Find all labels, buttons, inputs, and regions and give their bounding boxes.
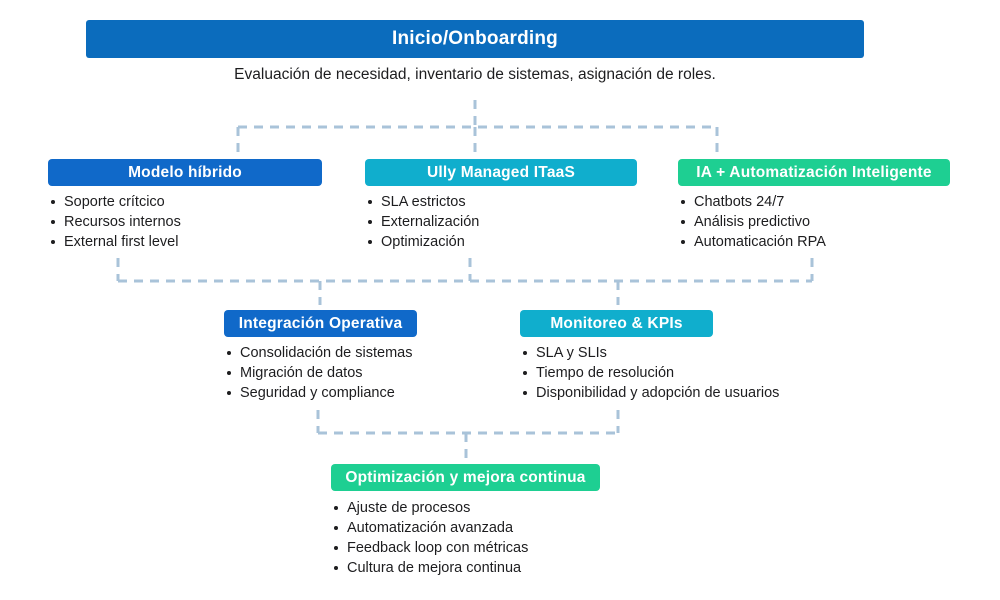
- list-item: Feedback loop con métricas: [331, 538, 600, 558]
- node-ully-managed-itaas[interactable]: Ully Managed ITaaS SLA estrictos Externa…: [365, 159, 637, 252]
- bullet-list-optimizacion-mejora-continua: Ajuste de procesos Automatización avanza…: [331, 491, 600, 578]
- list-item: Disponibilidad y adopción de usuarios: [520, 383, 779, 403]
- list-item: External first level: [48, 232, 322, 252]
- node-header-integracion-operativa: Integración Operativa: [224, 310, 417, 337]
- root-caption: Evaluación de necesidad, inventario de s…: [234, 66, 716, 83]
- node-modelo-hibrido[interactable]: Modelo híbrido Soporte crítcico Recursos…: [48, 159, 322, 252]
- list-item: Soporte crítcico: [48, 192, 322, 212]
- list-item: Migración de datos: [224, 363, 417, 383]
- node-integracion-operativa[interactable]: Integración Operativa Consolidación de s…: [224, 310, 417, 403]
- bullet-list-ia-automatizacion-inteligente: Chatbots 24/7 Análisis predictivo Automa…: [678, 186, 950, 252]
- node-header-optimizacion-mejora-continua: Optimización y mejora continua: [331, 464, 600, 491]
- list-item: SLA y SLIs: [520, 343, 713, 363]
- node-monitoreo-kpis[interactable]: Monitoreo & KPIs SLA y SLIs Tiempo de re…: [520, 310, 779, 403]
- list-item: Externalización: [365, 212, 637, 232]
- list-item: Seguridad y compliance: [224, 383, 417, 403]
- list-item: Ajuste de procesos: [331, 498, 600, 518]
- node-header-modelo-hibrido: Modelo híbrido: [48, 159, 322, 186]
- list-item: Chatbots 24/7: [678, 192, 950, 212]
- bullet-list-ully-managed-itaas: SLA estrictos Externalización Optimizaci…: [365, 186, 637, 252]
- list-item: Automaticación RPA: [678, 232, 950, 252]
- bullet-list-integracion-operativa: Consolidación de sistemas Migración de d…: [224, 337, 417, 403]
- node-header-ully-managed-itaas: Ully Managed ITaaS: [365, 159, 637, 186]
- bullet-list-monitoreo-kpis: SLA y SLIs Tiempo de resolución Disponib…: [520, 337, 779, 403]
- node-optimizacion-mejora-continua[interactable]: Optimización y mejora continua Ajuste de…: [331, 464, 600, 578]
- node-inicio-onboarding[interactable]: Inicio/Onboarding Evaluación de necesida…: [86, 20, 864, 83]
- list-item: Optimización: [365, 232, 637, 252]
- list-item: SLA estrictos: [365, 192, 637, 212]
- node-header-monitoreo-kpis: Monitoreo & KPIs: [520, 310, 713, 337]
- list-item: Consolidación de sistemas: [224, 343, 417, 363]
- list-item: Tiempo de resolución: [520, 363, 713, 383]
- list-item: Recursos internos: [48, 212, 322, 232]
- bullet-list-modelo-hibrido: Soporte crítcico Recursos internos Exter…: [48, 186, 322, 252]
- list-item: Automatización avanzada: [331, 518, 600, 538]
- list-item: Cultura de mejora continua: [331, 558, 600, 578]
- list-item: Análisis predictivo: [678, 212, 950, 232]
- node-header-ia-automatizacion-inteligente: IA + Automatización Inteligente: [678, 159, 950, 186]
- node-ia-automatizacion-inteligente[interactable]: IA + Automatización Inteligente Chatbots…: [678, 159, 950, 252]
- node-header-inicio-onboarding: Inicio/Onboarding: [86, 20, 864, 58]
